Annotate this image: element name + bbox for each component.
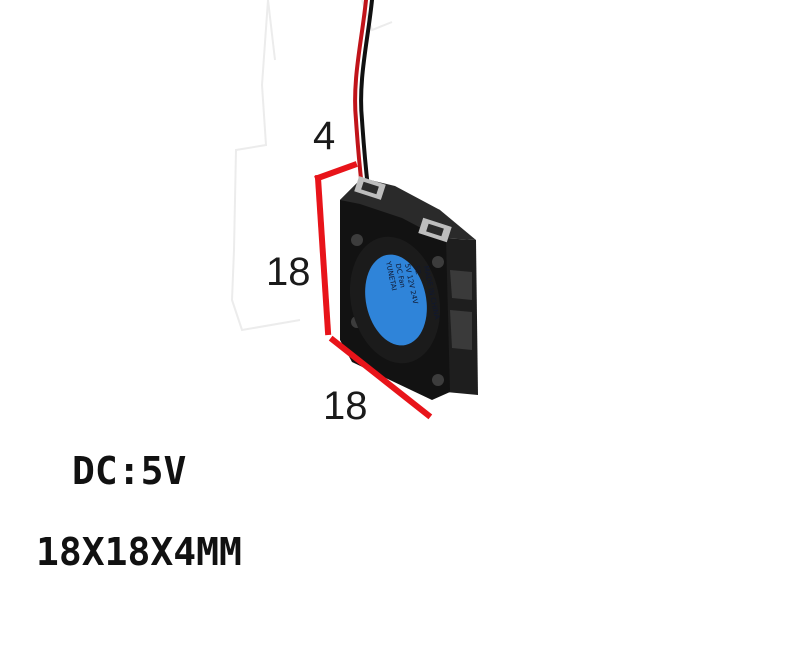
fan-body — [340, 176, 478, 400]
voltage-spec: DC:5V — [72, 449, 187, 493]
dimension-lines — [314, 161, 433, 420]
height-dimension-label: 18 — [266, 250, 311, 294]
size-spec: 18X18X4MM — [36, 530, 242, 574]
width-dimension-label: 18 — [323, 384, 368, 428]
height-line — [314, 174, 332, 336]
sticker-line4: SE — [413, 265, 423, 275]
width-line — [328, 335, 433, 420]
depth-line — [314, 161, 358, 182]
depth-dimension-label: 4 — [313, 114, 336, 158]
fan-sticker — [365, 254, 427, 346]
